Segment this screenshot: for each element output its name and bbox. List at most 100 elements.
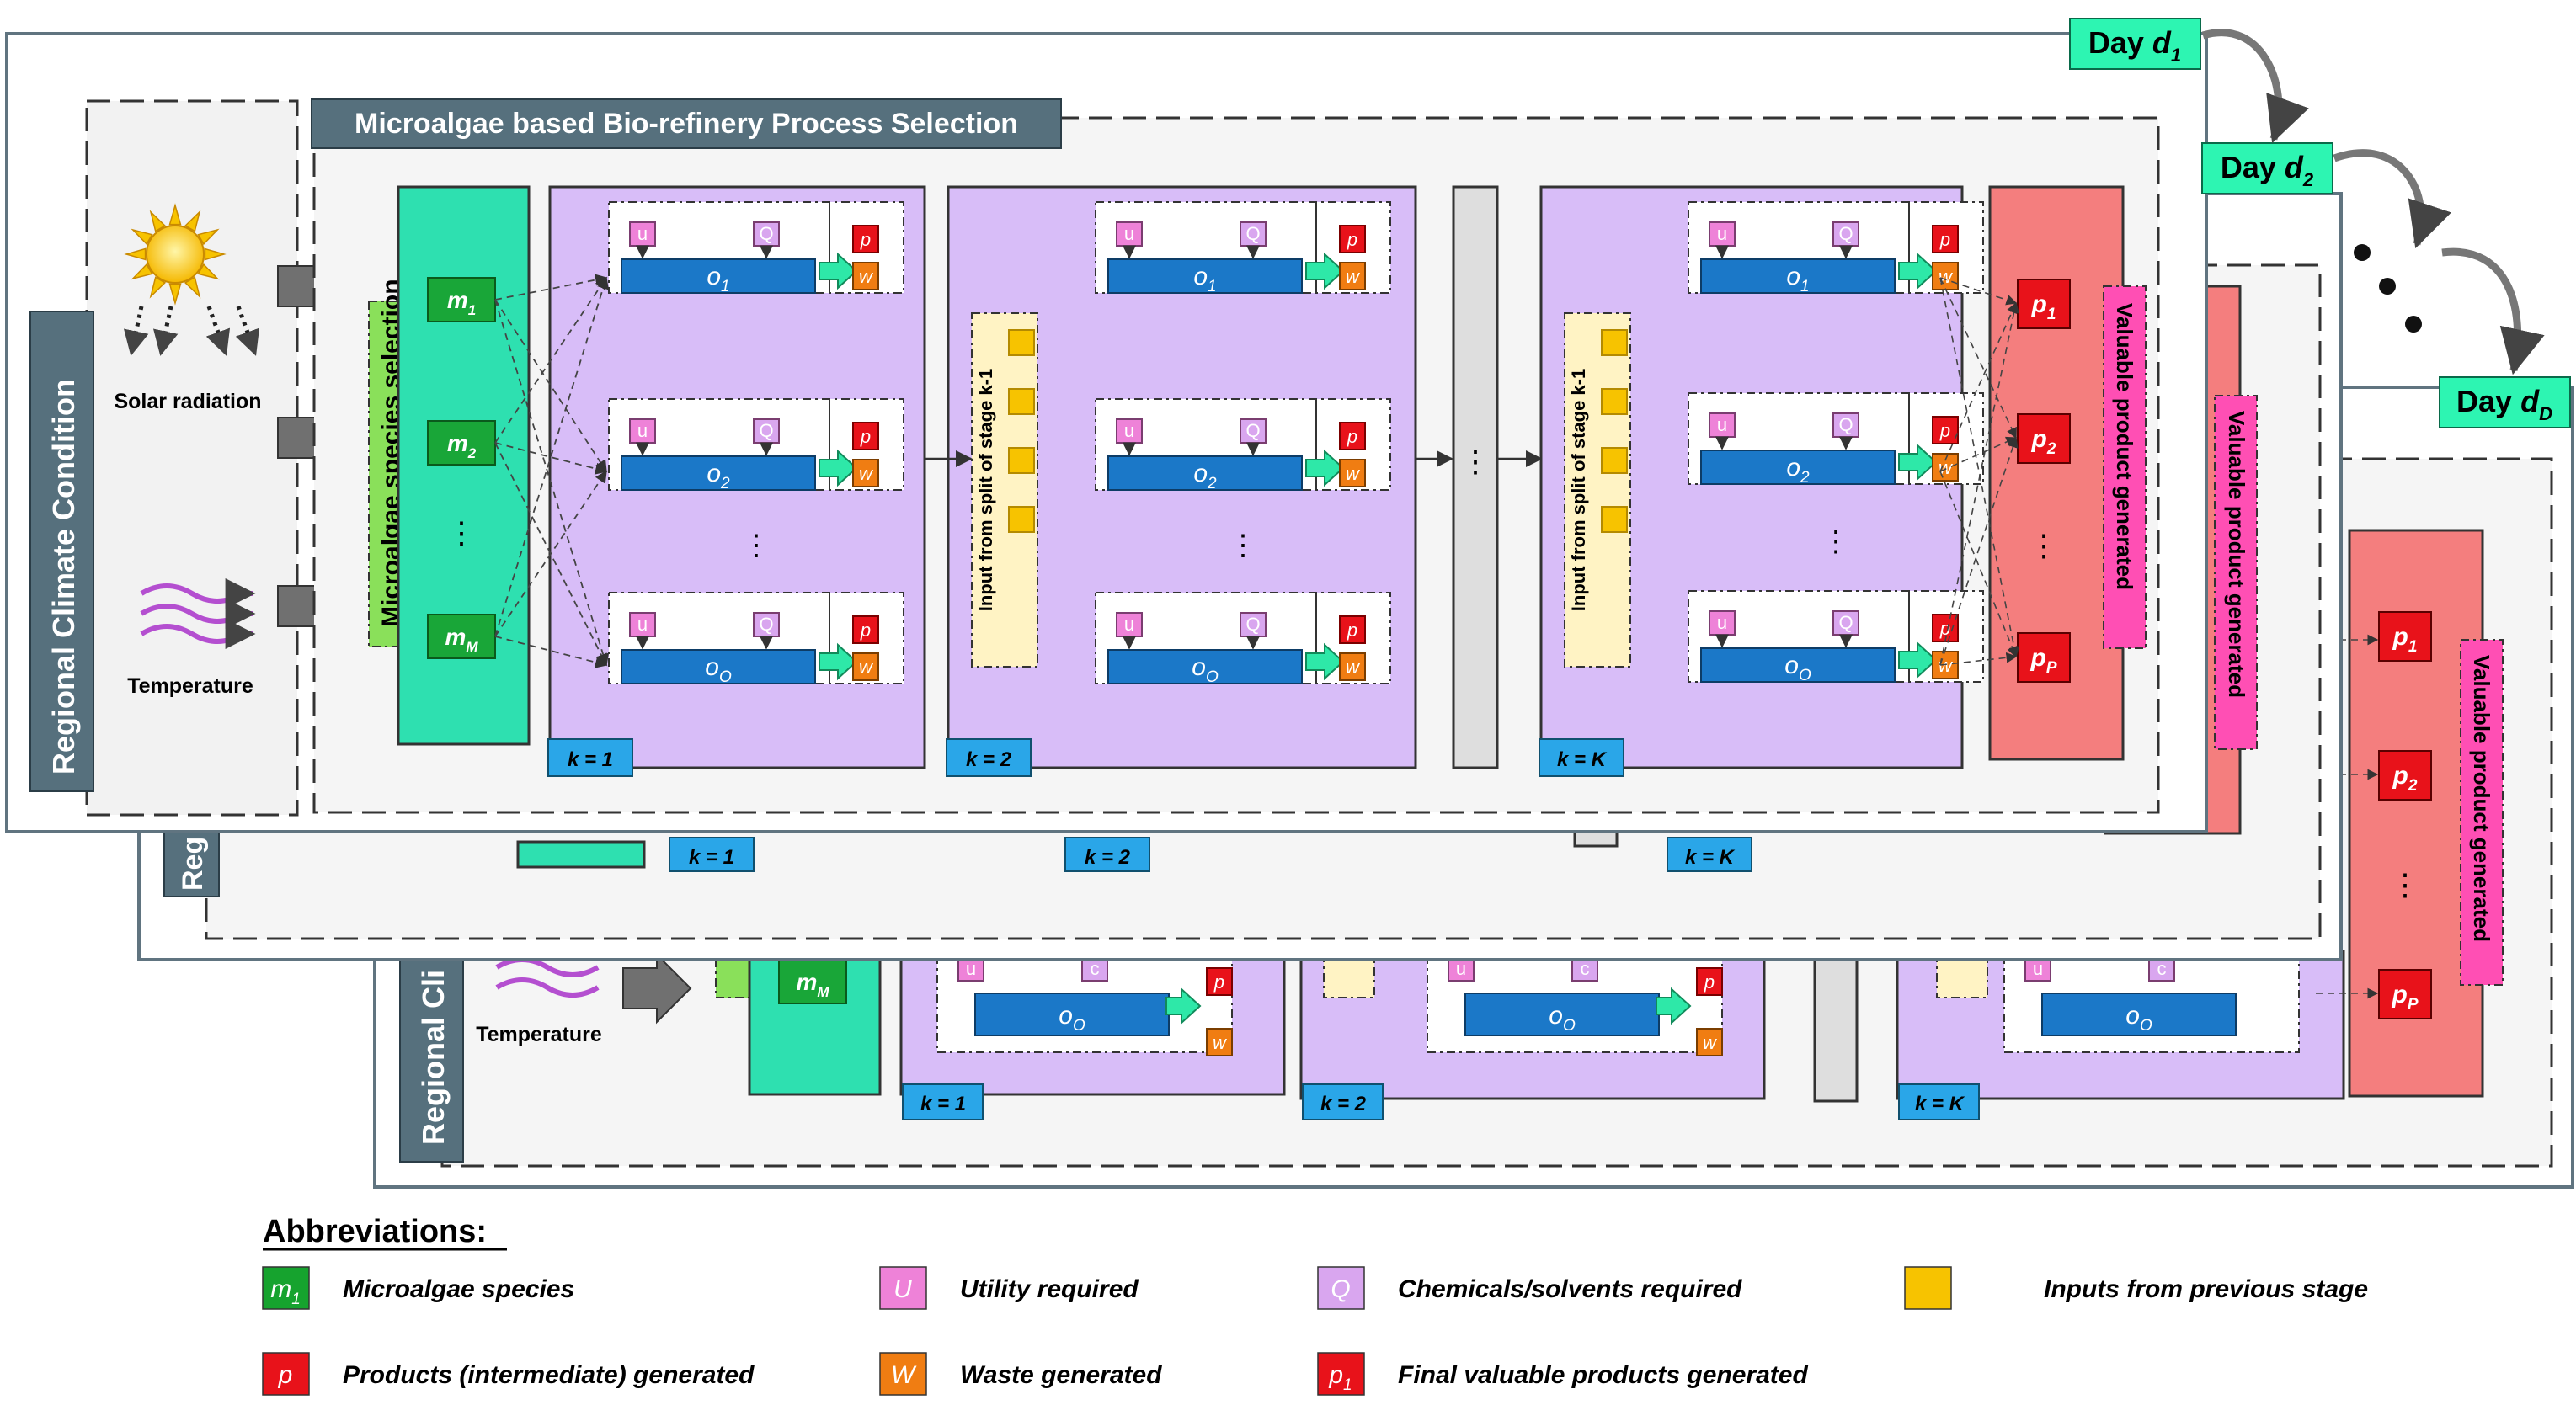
day-word: Day — [2221, 150, 2285, 184]
variable-symbol: m — [270, 1275, 291, 1303]
option-label: oO — [1784, 652, 1811, 684]
climate-frame — [85, 99, 299, 817]
output-arrow-icon — [819, 449, 858, 487]
variable-subscript: O — [2140, 1017, 2152, 1035]
variable-subscript: 1 — [721, 278, 730, 295]
legend-symbol: U — [893, 1275, 912, 1303]
legend-symbol: W — [891, 1361, 917, 1389]
product-letter: p — [1939, 420, 1950, 441]
legend-swatch — [1904, 1266, 1952, 1310]
variable-symbol: p — [2392, 623, 2408, 651]
species-box — [427, 277, 496, 322]
product-connector — [1939, 471, 2018, 658]
species-box — [427, 420, 496, 466]
product-badge — [1206, 967, 1233, 996]
product-badge — [1339, 225, 1366, 253]
stage-label: k = 1 — [689, 846, 734, 869]
product-connector — [1939, 301, 2018, 472]
option-box — [621, 649, 816, 684]
product-letter: p — [1939, 618, 1950, 639]
variable-subscript: M — [817, 984, 829, 1000]
climate-label: Regional Climate Condition — [46, 379, 81, 774]
output-arrow-icon — [1656, 987, 1692, 1025]
output-arrow-icon — [819, 642, 858, 681]
chemical-letter: Q — [759, 223, 773, 244]
waste-letter: w — [1346, 463, 1361, 484]
stage-label: k = 2 — [1085, 846, 1131, 869]
sun-ray — [149, 276, 167, 299]
vertical-ellipsis: ⋮ — [2390, 867, 2420, 902]
stage-label-tab — [669, 837, 755, 872]
sun-ray — [168, 203, 182, 226]
legend-swatch — [262, 1266, 310, 1310]
product-connector — [1939, 301, 2019, 666]
variable-subscript: 1 — [1343, 1376, 1352, 1394]
product-connector — [1939, 652, 2018, 666]
species-label: mM — [796, 969, 829, 1000]
sun-ray — [168, 283, 182, 306]
vertical-ellipsis: ⋮ — [446, 515, 477, 550]
variable-symbol: o — [1786, 263, 1800, 290]
chemical-letter: Q — [1245, 614, 1260, 635]
final-product-label: p1 — [2392, 623, 2418, 656]
output-arrow-icon — [1305, 252, 1345, 290]
variable-symbol: Q — [1331, 1275, 1350, 1303]
final-product-label: pP — [2029, 644, 2056, 677]
waste-letter: w — [1703, 1032, 1718, 1053]
ellipsis-dot — [2379, 278, 2396, 295]
sun-ray — [204, 247, 227, 261]
day-label: Day d2 — [2221, 150, 2314, 190]
variable-subscript: P — [2046, 659, 2057, 677]
stage-label-tab — [1064, 837, 1150, 872]
species-connector — [494, 276, 610, 637]
vertical-ellipsis: ⋮ — [742, 530, 771, 561]
utility-letter: u — [1124, 223, 1134, 244]
variable-symbol: o — [1786, 454, 1800, 482]
input-square — [1008, 447, 1035, 474]
vertical-ellipsis: ⋮ — [2029, 528, 2059, 562]
utility-badge — [629, 612, 656, 637]
sun-icon — [146, 225, 205, 284]
species-label: m2 — [447, 430, 477, 461]
chemical-letter: c — [2157, 958, 2167, 979]
split-input-label: Input from split of stage k-1 — [1568, 369, 1589, 611]
variable-subscript: P — [2408, 996, 2419, 1014]
species-connector — [494, 274, 608, 301]
variable-subscript: 1 — [2047, 306, 2056, 323]
utility-badge — [1709, 412, 1736, 438]
output-arrow-icon — [819, 252, 858, 290]
utility-letter: u — [2033, 958, 2043, 979]
product-connector — [1939, 277, 2017, 439]
waste-badge — [852, 652, 879, 681]
day-tag — [2069, 18, 2201, 70]
variable-subscript: 1 — [2408, 638, 2418, 656]
stage-label-tab — [1667, 837, 1752, 872]
legend-swatch — [879, 1266, 927, 1310]
final-product-box — [2017, 279, 2071, 329]
day-transition-arrow — [2333, 149, 2451, 249]
day-subscript: 1 — [2171, 45, 2181, 66]
option-box — [1700, 258, 1896, 294]
variable-symbol: p — [2031, 290, 2047, 318]
option-label: oO — [2125, 1002, 2152, 1035]
species-selection-panel — [715, 959, 750, 998]
input-square — [1008, 329, 1035, 356]
chemical-letter: Q — [1838, 414, 1853, 435]
option-box — [621, 455, 816, 491]
waste-badge — [1339, 459, 1366, 487]
utility-letter: u — [1124, 420, 1134, 441]
legend-text: Products (intermediate) generated — [343, 1361, 755, 1389]
final-product-box — [2017, 413, 2071, 464]
final-product-label: p1 — [2031, 290, 2056, 323]
legend-symbol: p1 — [1328, 1361, 1352, 1394]
temperature-label: Temperature — [476, 1023, 602, 1046]
variable-symbol: o — [1192, 653, 1206, 681]
utility-letter: u — [1456, 958, 1466, 979]
variable-subscript: 1 — [1208, 278, 1217, 295]
waste-badge — [852, 459, 879, 487]
variable-symbol: p — [2391, 981, 2407, 1009]
stage-label: k = K — [1557, 748, 1608, 771]
option-label: o1 — [1786, 263, 1809, 295]
product-badge — [852, 225, 879, 253]
